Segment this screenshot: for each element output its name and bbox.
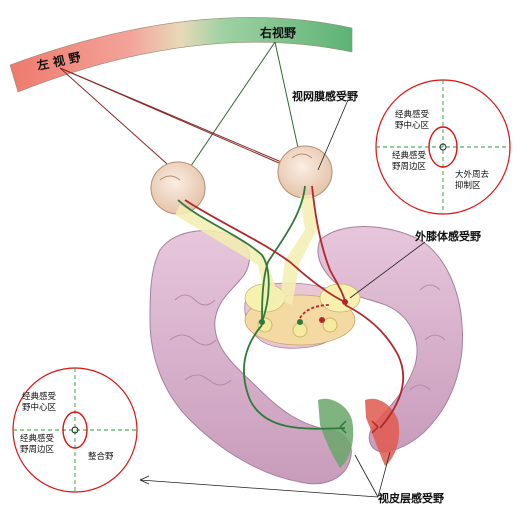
inset1-surround-label-2: 野周边区 xyxy=(392,161,427,172)
inset2-center-label-1: 经典感受 xyxy=(22,391,57,402)
inset2-center-label-2: 野中心区 xyxy=(22,402,57,413)
lgn-receptive-field-label: 外膝体感受野 xyxy=(414,229,481,243)
inset1-center-label-2: 野中心区 xyxy=(395,120,430,131)
retina-receptive-field-label: 视网膜感受野 xyxy=(292,89,358,103)
inset1-surround-label-1: 经典感受 xyxy=(392,150,427,161)
neuron-markers xyxy=(259,299,379,434)
left-eye xyxy=(150,161,206,215)
inset2-surround-label-2: 野周边区 xyxy=(20,444,55,455)
inset-retina-receptive-field: 经典感受 野中心区 经典感受 野周边区 大外周去 抑制区 xyxy=(375,79,511,215)
green-pathway xyxy=(177,185,346,430)
cortex-callout: 视皮层感受野 xyxy=(139,451,444,505)
inset1-outer-label-1: 大外周去 xyxy=(455,169,490,180)
light-rays xyxy=(59,41,306,186)
red-pathway xyxy=(184,185,405,429)
lgn-callout: 外膝体感受野 xyxy=(349,229,481,299)
cortex-receptive-field-label: 视皮层感受野 xyxy=(378,491,444,505)
inset1-center-label-1: 经典感受 xyxy=(395,109,430,120)
inset2-surround-label-1: 经典感受 xyxy=(20,433,55,444)
optic-nerve xyxy=(175,195,318,312)
visual-field-arc xyxy=(9,17,353,93)
inset-cortex-receptive-field: 经典感受 野中心区 经典感受 野周边区 整合野 xyxy=(12,367,138,493)
inset1-outer-label-2: 抑制区 xyxy=(455,180,481,191)
right-visual-field-label: 右视野 xyxy=(259,25,296,40)
inset2-outer-label: 整合野 xyxy=(88,451,114,462)
retina-callout: 视网膜感受野 xyxy=(292,89,358,171)
brain-cortex xyxy=(149,226,463,485)
